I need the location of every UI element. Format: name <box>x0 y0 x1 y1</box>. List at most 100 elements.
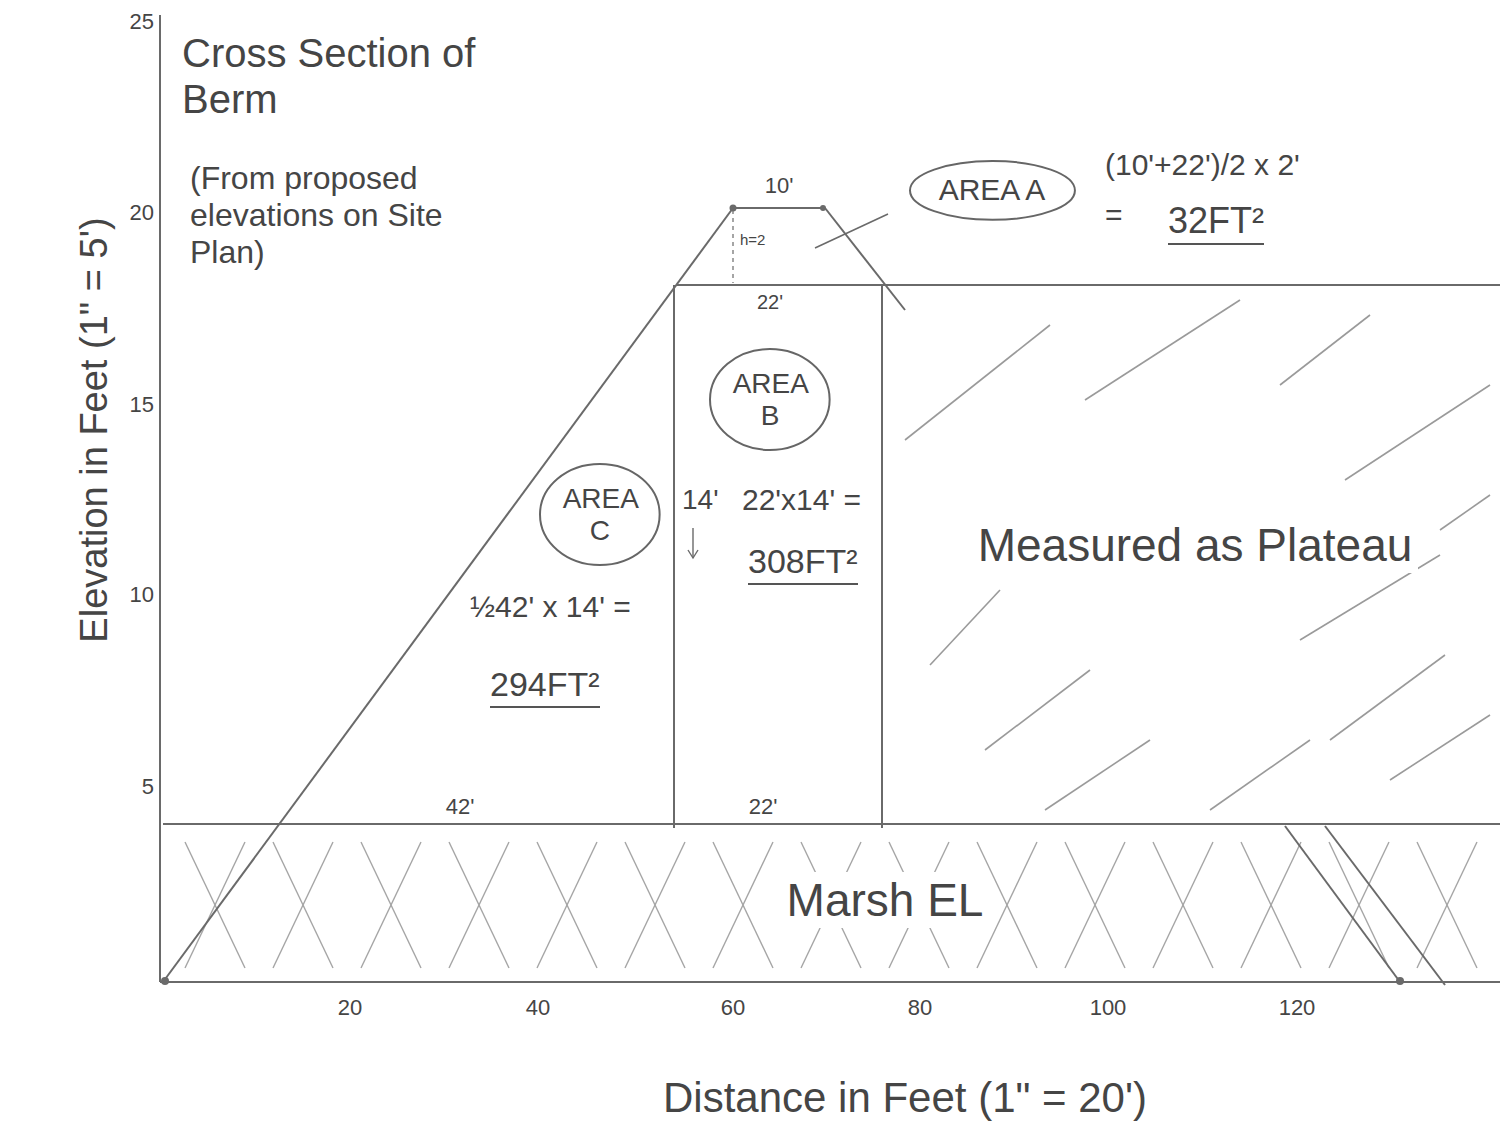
hatch-line <box>1085 300 1240 400</box>
tick-label: 60 <box>721 995 745 1020</box>
tick-label-box: 100 <box>1090 995 1127 1020</box>
hatch-line <box>449 842 509 968</box>
tick-label-box: 120 <box>1279 995 1316 1020</box>
berm-right-slope <box>825 208 905 310</box>
tick-label-box: 25 <box>130 9 154 34</box>
area-circle: AREA A <box>908 159 1077 222</box>
tick-label-box: 15 <box>130 392 154 417</box>
ellipse <box>540 464 660 565</box>
drawing-title-box: Cross Section of Berm <box>182 30 482 122</box>
marsh-slope-line <box>1325 826 1445 985</box>
hatch-line <box>537 842 597 968</box>
area-result-box: 308FT² <box>748 542 858 585</box>
area-formula-box: ½42' x 14' = <box>470 590 631 625</box>
hatch-line <box>1241 842 1301 968</box>
tick-label: 25 <box>130 9 154 34</box>
area-circle: AREA C <box>538 462 662 567</box>
hatch-line <box>537 842 597 968</box>
hatch-line <box>1045 740 1150 810</box>
hatch-line <box>930 590 1000 665</box>
area-formula-box: (10'+22')/2 x 2' <box>1105 148 1300 183</box>
survey-point <box>730 205 737 212</box>
area-formula: (10'+22')/2 x 2' <box>1105 148 1300 183</box>
hatch-line <box>713 842 773 968</box>
dimension-arrowhead <box>688 550 698 558</box>
tick-label-box: 20 <box>130 200 154 225</box>
note: (From proposed elevations on Site Plan) <box>190 160 480 270</box>
area-formula: 22'x14' = <box>742 483 861 518</box>
dimension-box: 42' <box>446 794 475 819</box>
hatch-line <box>1390 715 1490 780</box>
axis-title-box: Distance in Feet (1" = 20') <box>663 1074 1147 1122</box>
axis-title: Distance in Feet (1" = 20') <box>663 1074 1147 1122</box>
survey-points <box>161 205 1404 986</box>
plateau-line <box>676 284 1500 286</box>
hatch-line <box>1241 842 1301 968</box>
area-divider <box>881 285 883 828</box>
dimension: h=2 <box>740 231 765 248</box>
dimension: 42' <box>446 794 475 819</box>
area-result: 294FT² <box>490 665 600 708</box>
survey-point <box>1396 977 1404 985</box>
hatch-line <box>1440 495 1490 530</box>
tick-label: 100 <box>1090 995 1127 1020</box>
axis-title-box: Elevation in Feet (1" = 5') <box>73 217 117 642</box>
dimension: 22' <box>749 794 778 819</box>
hatch-line <box>1329 842 1389 968</box>
area-name: AREA A <box>939 173 1046 208</box>
hatch-line <box>625 842 685 968</box>
hatch-line <box>361 842 421 968</box>
hatch-line <box>185 842 245 968</box>
tick-label: 120 <box>1279 995 1316 1020</box>
hatch-line <box>1153 842 1213 968</box>
plateau-hatch <box>905 300 1490 810</box>
dimension-arrow <box>692 528 693 558</box>
tick-label: 40 <box>526 995 550 1020</box>
dimension-box: h=2 <box>740 231 765 248</box>
region-label: Marsh EL <box>781 872 990 929</box>
berm-crest <box>733 207 825 209</box>
axis-title: Elevation in Feet (1" = 5') <box>73 217 117 642</box>
hatch-line <box>905 325 1050 440</box>
hatch-line <box>1210 740 1310 810</box>
height-dashed-line <box>732 210 733 283</box>
marsh-hatch <box>185 842 1477 968</box>
area-result: 32FT² <box>1168 200 1264 245</box>
y-axis <box>159 15 161 982</box>
berm-left-slope <box>163 208 733 982</box>
dimension-box: 10' <box>765 173 794 198</box>
tick-label: 15 <box>130 392 154 417</box>
hatch-line <box>361 842 421 968</box>
tick-label: 10 <box>130 582 154 607</box>
area-name: AREA B <box>733 368 808 432</box>
tick-label-box: 5 <box>142 774 154 799</box>
area-name: AREA C <box>563 483 638 547</box>
tick-label-box: 40 <box>526 995 550 1020</box>
dimension-box: 22' <box>757 291 783 314</box>
area-divider <box>673 285 675 828</box>
dimension: 14' <box>682 484 719 516</box>
area-formula-box: = <box>1105 198 1123 233</box>
hatch-line <box>1065 842 1125 968</box>
dimension-box: 22' <box>749 794 778 819</box>
tick-label-box: 80 <box>908 995 932 1020</box>
marsh-elevation-line <box>163 823 1500 825</box>
hatch-line <box>273 842 333 968</box>
survey-point <box>820 205 826 211</box>
tick-label: 20 <box>130 200 154 225</box>
hatch-line <box>1280 315 1370 385</box>
hatch-line <box>1153 842 1213 968</box>
hatch-line <box>713 842 773 968</box>
tick-label-box: 20 <box>338 995 362 1020</box>
hatch-line <box>1330 655 1445 740</box>
drawing-title: Cross Section of Berm <box>182 30 482 122</box>
hatch-line <box>1329 842 1389 968</box>
area-result-box: 294FT² <box>490 665 600 708</box>
hatch-line <box>185 842 245 968</box>
hatch-line <box>449 842 509 968</box>
area-formula-box: 22'x14' = <box>742 483 861 518</box>
area-result: 308FT² <box>748 542 858 585</box>
tick-label-box: 60 <box>721 995 745 1020</box>
area-formula: = <box>1105 198 1123 233</box>
